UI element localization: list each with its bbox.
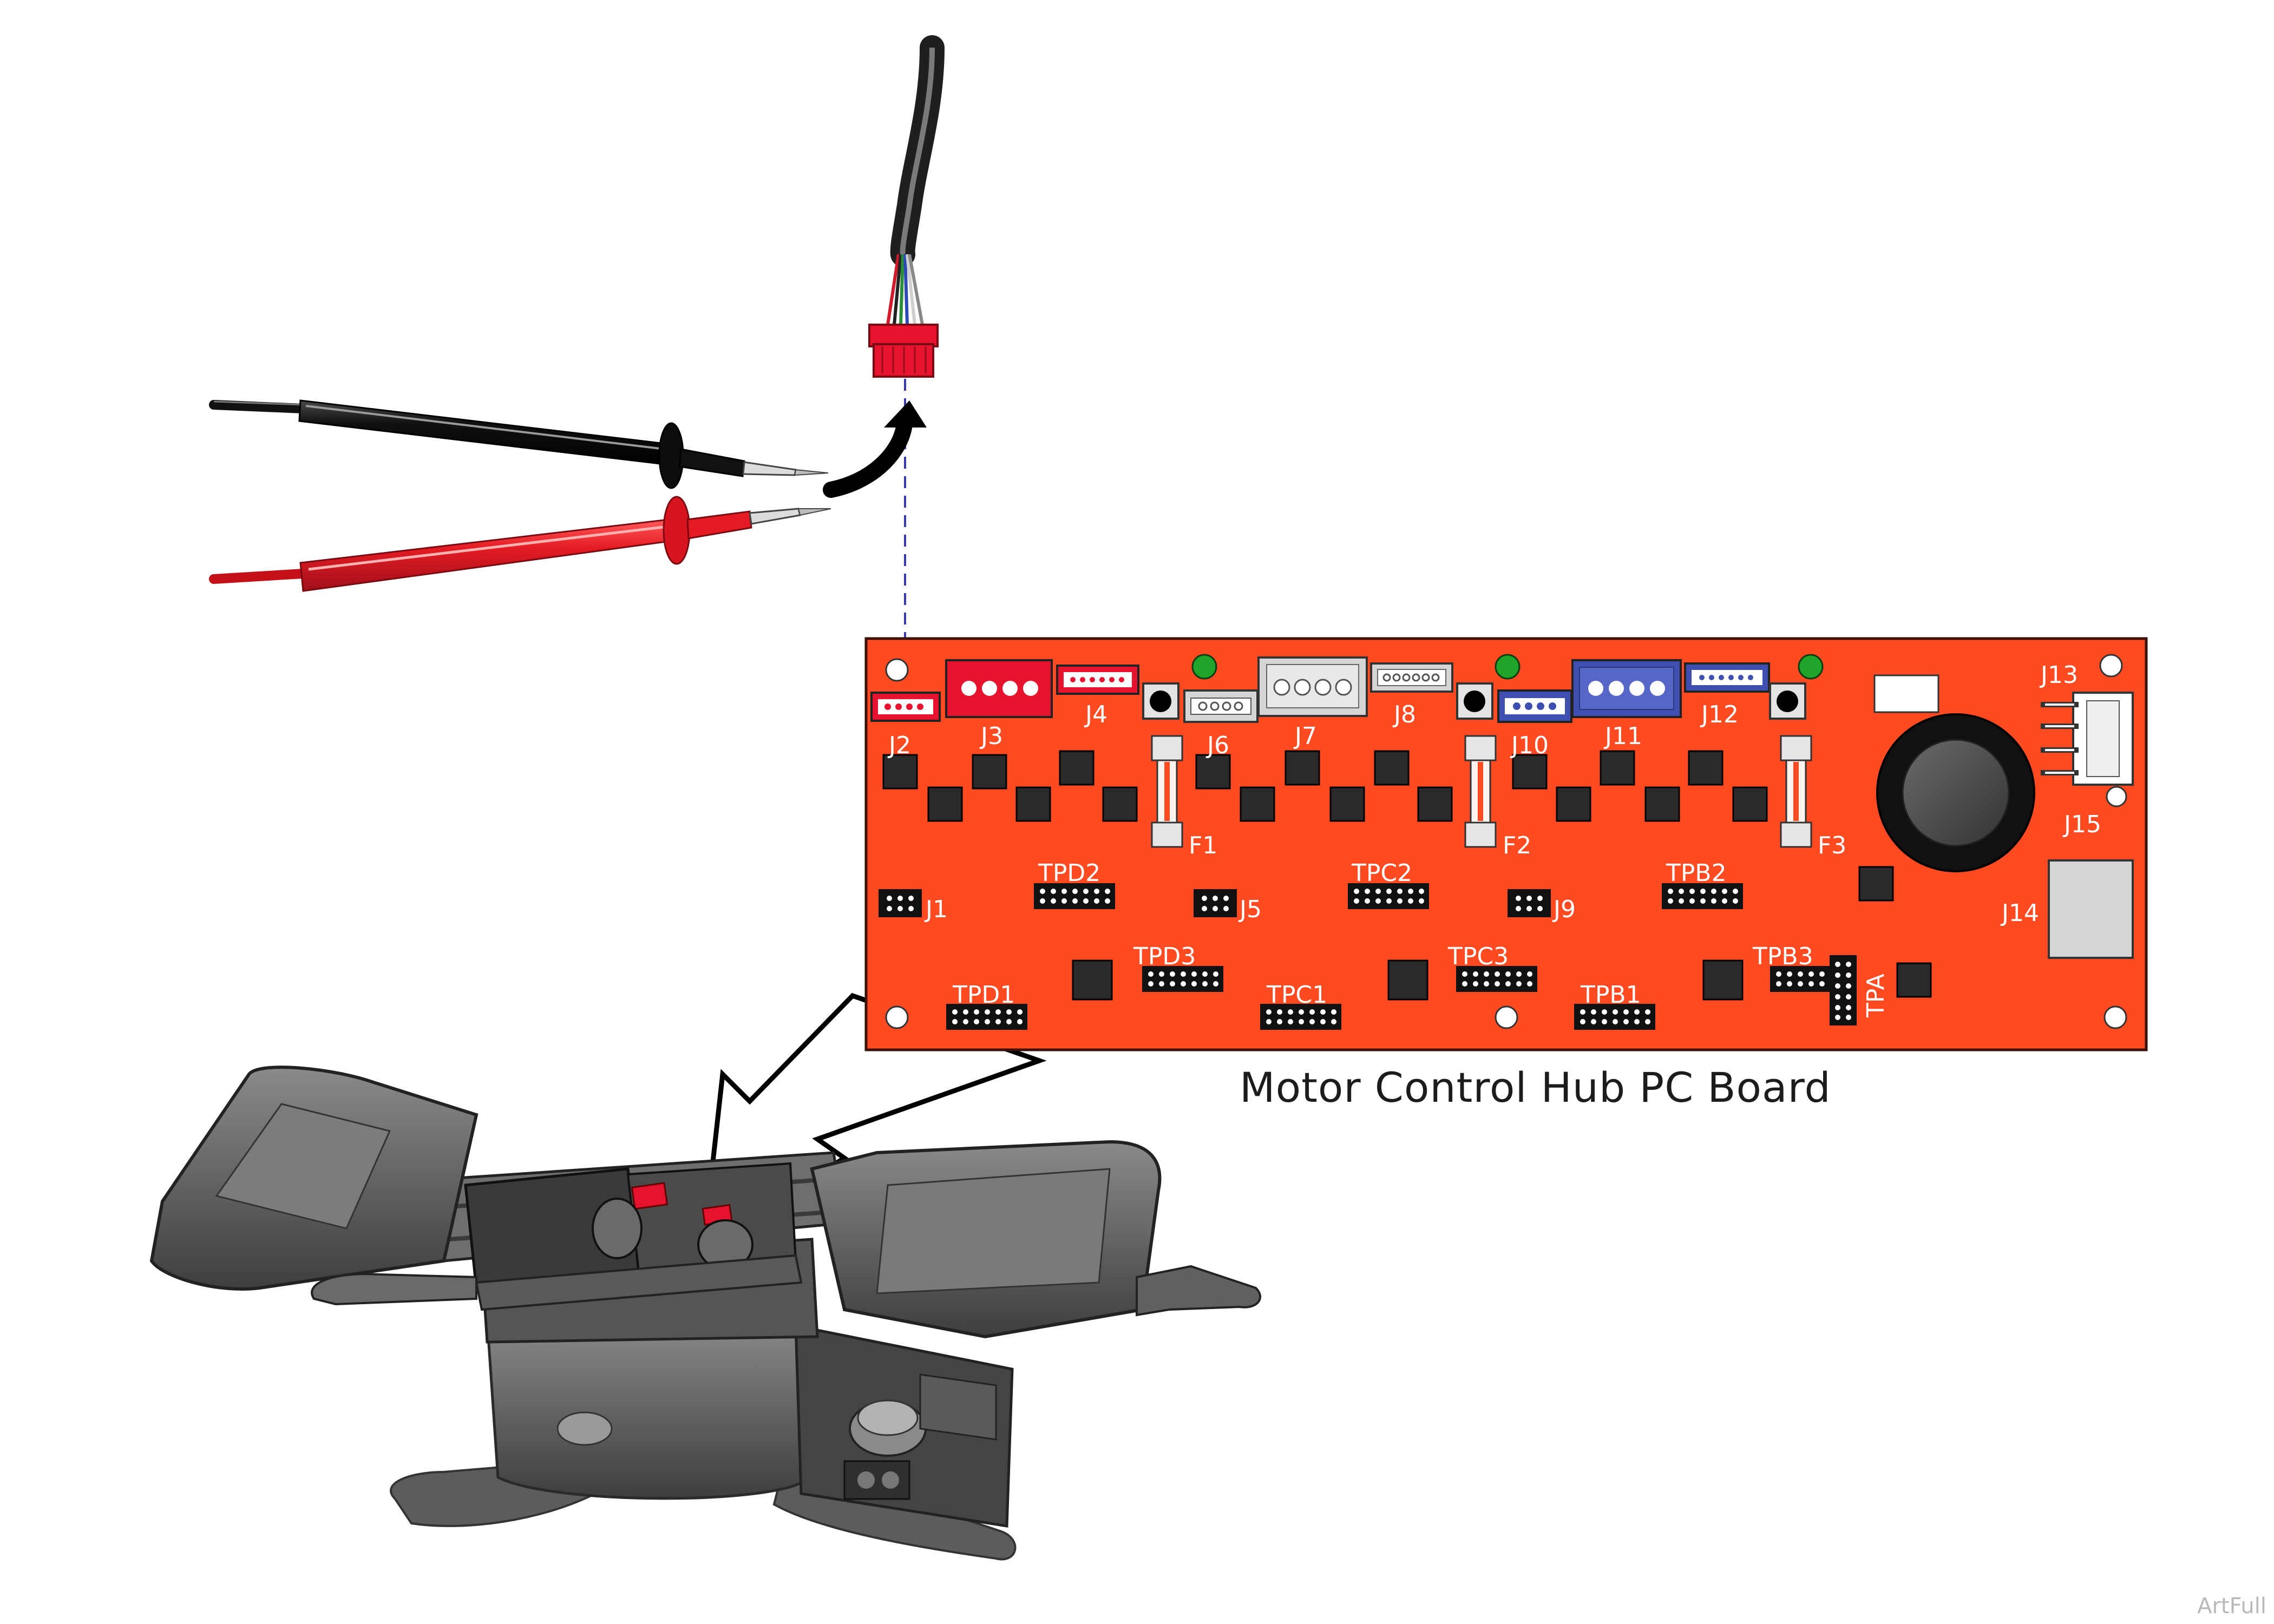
test-point-header — [1574, 1004, 1655, 1030]
label-j5: J5 — [1238, 896, 1262, 923]
mounting-holes — [885, 654, 2127, 1029]
label-f3: F3 — [1818, 832, 1846, 859]
connector-j13 — [2041, 692, 2134, 786]
art-reference: ArtFull — [2197, 1594, 2266, 1619]
label-j8: J8 — [1392, 701, 1416, 728]
label-j1: J1 — [924, 896, 948, 923]
red-probe — [209, 496, 831, 592]
label-tpb1: TPB1 — [1580, 981, 1641, 1009]
label-tpb2: TPB2 — [1666, 859, 1727, 887]
test-point-header — [1662, 883, 1743, 909]
label-j11: J11 — [1603, 722, 1642, 750]
label-tpb3: TPB3 — [1752, 943, 1813, 970]
connector-j11 — [1571, 659, 1682, 718]
connector-j4 — [1056, 665, 1139, 695]
cable-harness — [868, 35, 945, 378]
test-point-header — [1034, 883, 1115, 909]
test-point-header — [1260, 1004, 1341, 1030]
test-point-header — [1456, 966, 1537, 992]
label-block — [1873, 674, 1939, 713]
fuse-f2 — [1464, 735, 1497, 848]
connector-j3 — [945, 659, 1053, 718]
label-j15: J15 — [2062, 811, 2101, 838]
connector-j7 — [1257, 656, 1368, 717]
label-tpc2: TPC2 — [1351, 859, 1412, 887]
header-j5 — [1194, 889, 1237, 917]
label-tpd2: TPD2 — [1038, 859, 1100, 887]
label-f1: F1 — [1189, 832, 1217, 859]
test-point-header — [1348, 883, 1429, 909]
connector-j12 — [1684, 662, 1770, 693]
label-j9: J9 — [1552, 896, 1576, 923]
figure-caption: Motor Control Hub PC Board — [1240, 1063, 1831, 1112]
label-tpa: TPA — [1862, 974, 1890, 1018]
fuse-f3 — [1780, 735, 1812, 848]
label-tpd1: TPD1 — [952, 981, 1015, 1009]
label-j3: J3 — [979, 722, 1003, 750]
label-tpc1: TPC1 — [1266, 981, 1327, 1009]
header-tpa — [1830, 955, 1857, 1025]
label-j12: J12 — [1700, 701, 1739, 728]
status-leds — [1191, 654, 1824, 680]
rotary-knob — [1876, 713, 2035, 872]
label-j2: J2 — [887, 732, 911, 759]
push-button-3 — [1769, 682, 1806, 720]
label-j6: J6 — [1205, 732, 1229, 759]
label-tpc3: TPC3 — [1447, 943, 1509, 970]
label-j7: J7 — [1293, 722, 1317, 750]
insert-arrow — [823, 400, 927, 498]
power-transistors — [882, 750, 1932, 1001]
chair-base-illustration — [149, 1066, 1261, 1561]
header-j9 — [1508, 889, 1551, 917]
connector-j10 — [1497, 689, 1572, 723]
test-point-header — [1142, 966, 1223, 992]
header-j1 — [879, 889, 922, 917]
label-j10: J10 — [1510, 732, 1549, 759]
test-point-header — [946, 1004, 1027, 1030]
label-j13: J13 — [2039, 661, 2078, 689]
label-j4: J4 — [1084, 701, 1107, 728]
black-probe — [209, 399, 829, 489]
connector-j2 — [870, 692, 941, 722]
label-tpd3: TPD3 — [1133, 943, 1196, 970]
push-button-2 — [1456, 682, 1493, 720]
push-button-1 — [1142, 682, 1179, 720]
connector-j8 — [1370, 662, 1453, 693]
pc-board: J2 J3 J4 J6 J7 J8 J10 J11 J12 J13 J15 J1… — [864, 637, 2148, 1051]
test-point-headers — [946, 883, 1851, 1030]
fuse-f1 — [1151, 735, 1183, 848]
connector-j14 — [2048, 859, 2134, 959]
label-j14: J14 — [2000, 899, 2039, 927]
label-f2: F2 — [1503, 832, 1531, 859]
connector-j6 — [1183, 689, 1259, 723]
